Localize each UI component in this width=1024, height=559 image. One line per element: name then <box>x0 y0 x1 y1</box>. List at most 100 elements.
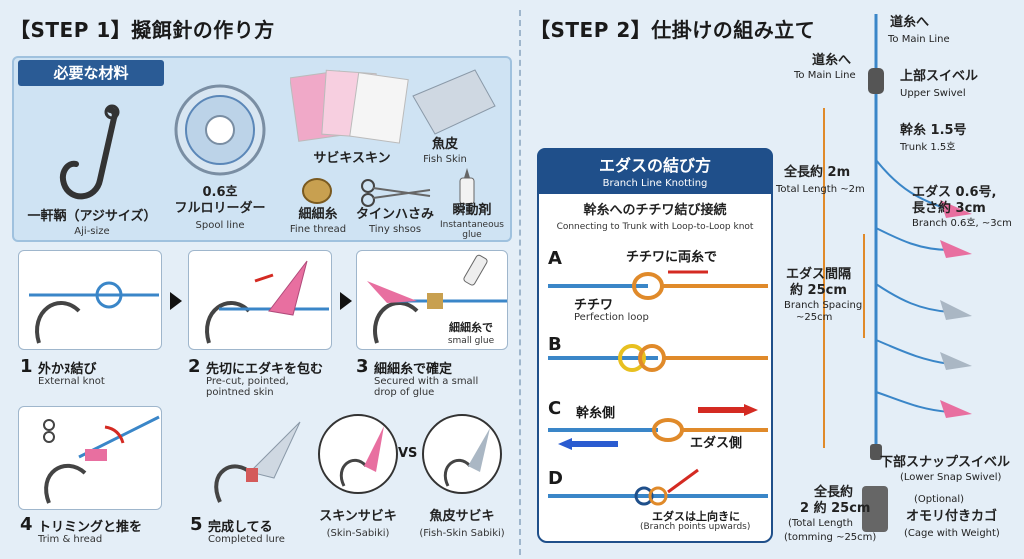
step2-number: 2 <box>188 356 201 377</box>
rig-top2-label-en: To Main Line <box>794 70 856 81</box>
knot-title-en: Branch Line Knotting <box>602 178 708 189</box>
step-a-label: チチワ <box>574 298 614 313</box>
fishskin-label: 魚皮 <box>431 137 458 152</box>
step3-panel <box>356 250 508 350</box>
skin-sheets-icon <box>290 69 409 144</box>
glue-label: 瞬動剤 <box>452 203 492 218</box>
materials-header: 必要な材料 <box>18 60 164 86</box>
thread-label-en: Fine thread <box>289 224 347 235</box>
total-length-label-en: Total Length ~2m <box>776 184 865 195</box>
cage-label-en: (Cage with Weight) <box>904 528 1000 539</box>
upper-swivel-label-en: Upper Swivel <box>900 88 966 99</box>
step4-number: 4 <box>20 514 33 535</box>
glue-bottle-icon <box>459 168 475 205</box>
rig-top-label-en: To Main Line <box>888 34 950 45</box>
step-arrow-1 <box>170 292 182 310</box>
hook-label-en: Aji-size <box>74 226 110 237</box>
step-c-branch-label: エダス側 <box>690 436 743 451</box>
step-c-illustration <box>548 404 768 450</box>
step-arrow-2 <box>340 292 352 310</box>
bottom-length-label-en-2: (tomming ~25cm) <box>784 532 877 543</box>
trunk-label-en: Trunk 1.5호 <box>900 142 956 153</box>
scissors-label-en: Tiny shsos <box>368 224 422 235</box>
step2-label: 先切にエダキを包む <box>206 362 324 377</box>
cage-optional-label: (Optional) <box>914 494 965 505</box>
spacing-label-en-2: ~25cm <box>796 312 833 323</box>
spool-label-en: Spool line <box>195 220 245 231</box>
spool-icon <box>174 84 266 176</box>
spacing-label-1: エダス間隔 <box>786 267 852 282</box>
step3-callout: 細細糸で <box>449 321 493 334</box>
skin-label: サビキスキン <box>313 151 391 166</box>
step3-callout-en: small glue <box>447 336 495 346</box>
step-c-letter: C <box>548 398 562 419</box>
step-a-top-label: チチワに両糸で <box>626 250 718 265</box>
step-b-illustration <box>548 344 768 372</box>
snap-swivel-label: 下部スナップスイベル <box>880 455 1011 470</box>
thread-spool-icon <box>302 178 332 204</box>
upper-swivel-label: 上部スイベル <box>900 69 979 84</box>
fish-sabiki-circle <box>422 414 502 494</box>
section-divider <box>519 10 521 555</box>
fish-sabiki-label: 魚皮サビキ <box>429 509 495 524</box>
step-a-label-en: Perfection loop <box>574 312 649 323</box>
spool-label-1: 0.6호 <box>202 185 238 200</box>
wrap-skin-illustration <box>205 260 329 344</box>
hook-icon <box>60 104 120 200</box>
knot-subtitle-en: Connecting to Trunk with Loop-to-Loop kn… <box>556 222 754 232</box>
rig-top-label: 道糸へ <box>890 15 930 30</box>
scissors-icon <box>361 179 431 207</box>
knot-header: エダスの結び方 Branch Line Knotting <box>537 148 773 194</box>
spool-label-2: フルロリーダー <box>174 201 266 216</box>
secure-glue-illustration <box>367 254 507 344</box>
skin-sabiki-label-en: (Skin-Sabiki) <box>326 528 390 539</box>
scissors-label: タインハさみ <box>355 207 434 222</box>
branch-label-en: Branch 0.6호, ~3cm <box>912 218 1012 229</box>
step1-label: 外かﾇ結び <box>38 362 97 377</box>
materials-panel <box>12 56 512 242</box>
fish-sabiki-label-en: (Fish-Skin Sabiki) <box>419 528 505 539</box>
knot-title: エダスの結び方 <box>598 156 711 175</box>
skin-sabiki-label: スキンサビキ <box>319 509 397 524</box>
step5-label: 完成してる <box>208 520 273 535</box>
glue-label-en-2: glue <box>462 230 482 240</box>
step3-label-en: Secured with a small drop of glue <box>374 376 479 398</box>
step2-panel <box>188 250 332 350</box>
step4-panel <box>18 406 162 510</box>
rig-top2-label: 道糸へ <box>812 53 852 68</box>
step-a-illustration <box>548 270 768 300</box>
fish-sabiki-icon <box>443 428 490 487</box>
step1-label-en: External knot <box>38 376 105 387</box>
trim-thread-illustration <box>43 415 160 504</box>
spacing-label-2: 約 25cm <box>790 283 847 298</box>
glue-label-en-1: Instantaneous <box>440 220 504 230</box>
thread-label: 細細糸 <box>298 207 338 222</box>
trunk-label: 幹糸 1.5号 <box>900 123 967 138</box>
step5-number: 5 <box>190 514 203 535</box>
external-knot-illustration <box>29 281 159 344</box>
step-c-trunk-label: 幹糸側 <box>576 406 616 421</box>
step1-number: 1 <box>20 356 33 377</box>
step1-panel <box>18 250 162 350</box>
step-a-letter: A <box>548 248 562 269</box>
bottom-length-label-2: 2 約 25cm <box>800 501 871 516</box>
step5-label-en: Completed lure <box>208 534 285 545</box>
branch-label-2: 長さ約 3cm <box>912 201 986 216</box>
skin-sabiki-circle <box>318 414 398 494</box>
hook-label: 一軒鞆（アジサイズ） <box>27 209 157 224</box>
step-b-letter: B <box>548 334 562 355</box>
total-length-label: 全長約 2m <box>784 165 851 180</box>
step1-title: 【STEP 1】擬餌針の作り方 <box>10 18 275 42</box>
snap-swivel-label-en: (Lower Snap Swivel) <box>900 472 1002 483</box>
step3-label: 細細糸で確定 <box>374 362 453 377</box>
rig-diagram <box>823 14 972 532</box>
completed-lure-illustration <box>214 421 301 503</box>
step3-number: 3 <box>356 356 369 377</box>
step4-label: トリミングと推を <box>38 520 143 535</box>
spacing-label-en-1: Branch Spacing <box>784 300 863 311</box>
skin-sabiki-icon <box>339 426 384 487</box>
cage-label: オモリ付きカゴ <box>906 509 998 524</box>
knot-subtitle: 幹糸へのチチワ結び接続 <box>583 203 727 218</box>
bottom-length-label-en-1: (Total Length <box>788 518 853 529</box>
step-d-label-en: (Branch points upwards) <box>640 522 751 532</box>
